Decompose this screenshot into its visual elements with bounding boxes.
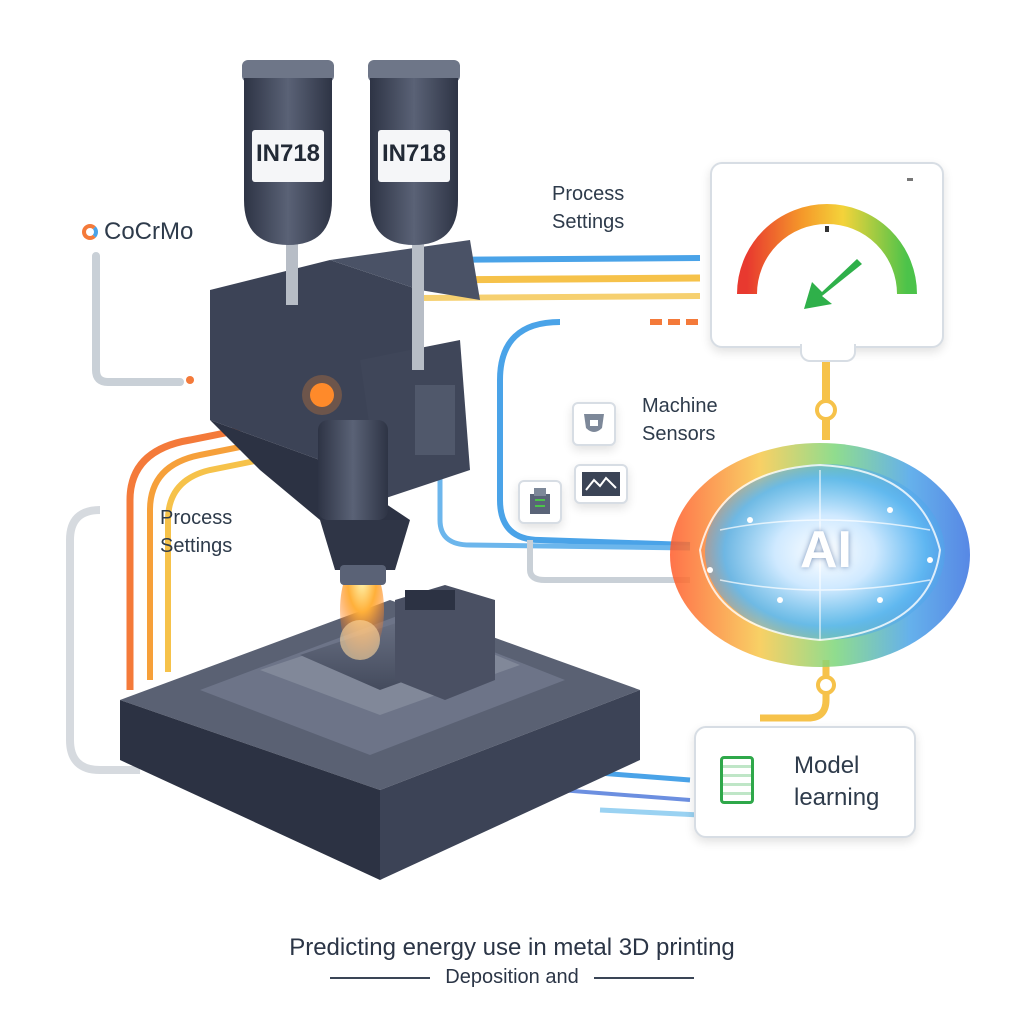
process-settings-left-line1: Process xyxy=(160,507,233,529)
process-settings-left-label: Process Settings xyxy=(160,504,232,560)
gauge-connector-tab xyxy=(800,344,856,362)
process-settings-top-line2: Settings xyxy=(552,211,625,233)
caption-subtitle: Deposition and xyxy=(445,966,579,988)
model-learning-label: Model learning xyxy=(794,750,879,814)
caption-subtitle-row: Deposition and xyxy=(0,966,1024,989)
gauge-icon xyxy=(737,178,917,309)
sensor-display-icon xyxy=(574,464,628,504)
gauge-card xyxy=(710,162,944,348)
process-settings-top-label: Process Settings xyxy=(552,180,624,236)
model-learning-line2: learning xyxy=(794,784,880,811)
machine-sensors-label: Machine Sensors xyxy=(642,392,718,448)
sensor-icon xyxy=(572,402,616,446)
canister-left-label: IN718 xyxy=(255,140,321,167)
canister-left xyxy=(242,60,334,245)
canister-right-label: IN718 xyxy=(381,140,447,167)
caption-rule-right xyxy=(594,976,695,979)
brain-icon xyxy=(670,443,970,667)
machine-sensors-line1: Machine xyxy=(642,395,718,417)
sensor-device-icon xyxy=(518,480,562,524)
canister-right xyxy=(368,60,460,245)
process-settings-top-line1: Process xyxy=(552,183,625,205)
model-learning-card: Model learning xyxy=(694,726,916,838)
process-settings-left-line2: Settings xyxy=(160,535,233,557)
checkmark-arrow-icon xyxy=(804,259,862,309)
machine-sensors-line2: Sensors xyxy=(642,423,716,445)
ai-label: AI xyxy=(800,521,852,579)
model-learning-line1: Model xyxy=(794,752,860,779)
material-label-group: CoCrMo xyxy=(82,216,193,248)
material-label: CoCrMo xyxy=(104,218,194,245)
caption-rule-left xyxy=(329,976,430,979)
caption-title: Predicting energy use in metal 3D printi… xyxy=(289,934,735,961)
material-tag-icon xyxy=(82,224,98,240)
spreadsheet-icon xyxy=(720,756,754,804)
